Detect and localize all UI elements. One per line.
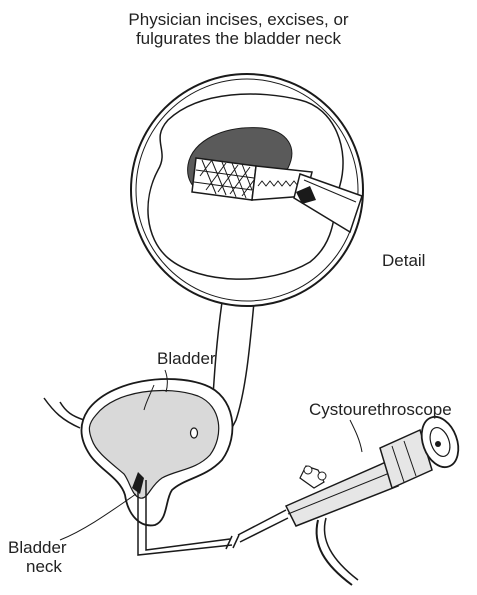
bladder-neck-leader [60, 494, 136, 540]
bladder-neck-label-line-2: neck [26, 557, 62, 576]
figure-title-line-2: fulgurates the bladder neck [0, 29, 477, 48]
bladder-neck-label-line-1: Bladder [8, 538, 67, 557]
ureter-left [44, 398, 80, 428]
ureter-left [60, 402, 84, 420]
cystourethroscope-label: Cystourethroscope [309, 400, 452, 419]
ureteral-orifice [191, 428, 198, 438]
detail-label: Detail [382, 251, 425, 270]
cystourethroscope [286, 412, 465, 585]
figure-title-line-1: Physician incises, excises, or [0, 10, 477, 29]
resection-loop [192, 158, 256, 200]
bladder-lumen [89, 390, 218, 498]
bladder-label: Bladder [157, 349, 216, 368]
detail-magnifier [131, 74, 363, 306]
shaft-break [226, 535, 239, 549]
cysto-label-leader [350, 420, 362, 452]
scope-light-cord [317, 520, 352, 585]
